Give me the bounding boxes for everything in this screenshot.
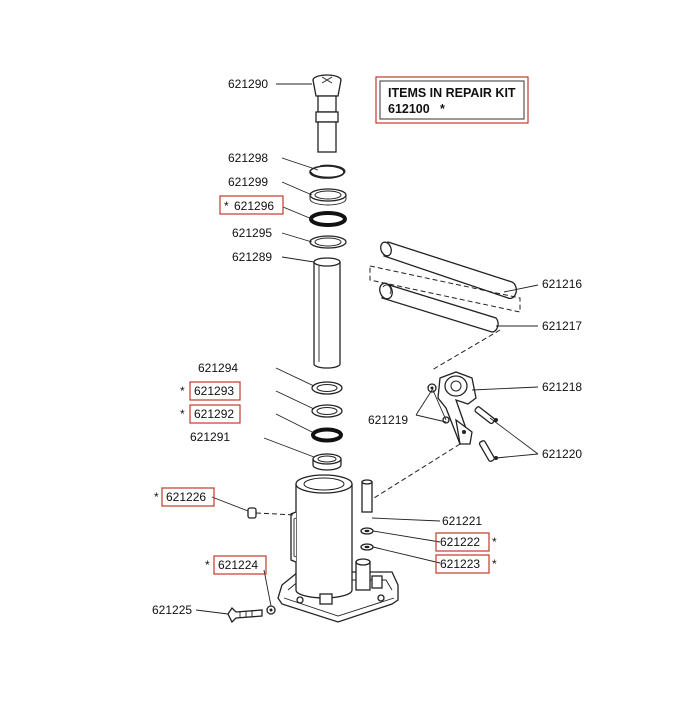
label-621221: 621221 — [442, 514, 482, 528]
label-621217: 621217 — [542, 319, 582, 333]
leader-lines — [195, 83, 539, 615]
label-621225: 621225 — [152, 603, 192, 617]
kit-highlight-boxes — [161, 195, 490, 575]
part-621299-ring — [309, 188, 347, 206]
label-621224: 621224 — [218, 558, 258, 572]
part-621217-handle — [369, 265, 521, 371]
label-621222: 621222 — [440, 535, 480, 549]
marker-621292: * — [180, 407, 185, 421]
label-621294: 621294 — [198, 361, 238, 375]
marker-621296: * — [224, 199, 229, 213]
legend-inner-box — [379, 80, 525, 120]
part-621223-washer — [360, 543, 374, 551]
label-621216: 621216 — [542, 277, 582, 291]
marker-621293: * — [180, 384, 185, 398]
part-621294-ring — [311, 381, 343, 395]
part-621225-release-screw — [227, 606, 263, 624]
part-621298-snap-ring — [309, 164, 346, 179]
part-621291-piston — [312, 453, 342, 471]
label-621298: 621298 — [228, 151, 268, 165]
part-621292-seal — [311, 427, 343, 443]
label-621290: 621290 — [228, 77, 268, 91]
marker-621226: * — [154, 490, 159, 504]
part-621290-screw — [312, 74, 342, 153]
label-621223: 621223 — [440, 557, 480, 571]
marker-621223: * — [492, 557, 497, 571]
label-621219: 621219 — [368, 413, 408, 427]
part-621221-plunger — [361, 479, 373, 513]
jack-body — [277, 474, 399, 623]
label-621220: 621220 — [542, 447, 582, 461]
part-621219-pins — [427, 383, 450, 424]
part-621295-ring — [309, 235, 347, 249]
part-621224-washer — [266, 605, 276, 615]
label-621295: 621295 — [232, 226, 272, 240]
label-621292: 621292 — [194, 407, 234, 421]
part-621296-seal — [309, 211, 347, 227]
marker-621224: * — [205, 558, 210, 572]
part-621293-ring — [311, 404, 343, 418]
repair-kit-legend: ITEMS IN REPAIR KIT 612100 * — [375, 76, 529, 124]
label-621289: 621289 — [232, 250, 272, 264]
label-621299: 621299 — [228, 175, 268, 189]
label-621226: 621226 — [166, 490, 206, 504]
part-621289-ram — [313, 257, 341, 369]
legend-outer-box — [375, 76, 529, 124]
part-621220-pins — [474, 406, 498, 462]
part-621226-plug — [247, 507, 297, 519]
part-621222-ring — [360, 527, 374, 535]
marker-621222: * — [492, 535, 497, 549]
label-621218: 621218 — [542, 380, 582, 394]
part-621216-handle — [380, 241, 517, 300]
legend-kit-number: 612100 — [388, 102, 430, 116]
part-labels: 621290 621298 621299 * 621296 621295 621… — [152, 77, 582, 617]
ram-stack — [309, 74, 347, 471]
label-621296: 621296 — [234, 199, 274, 213]
legend-kit-marker: * — [440, 102, 445, 116]
label-621293: 621293 — [194, 384, 234, 398]
legend-title: ITEMS IN REPAIR KIT — [388, 86, 516, 100]
part-621218-lever — [373, 371, 477, 499]
label-621291: 621291 — [190, 430, 230, 444]
